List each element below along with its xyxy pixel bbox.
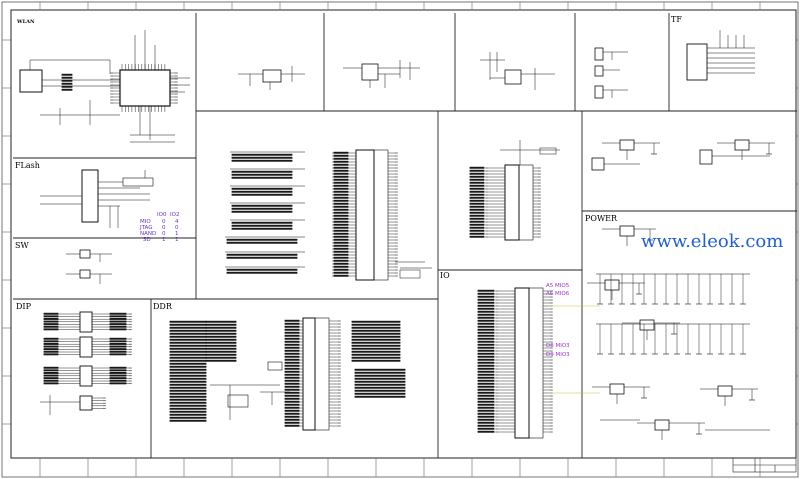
wlan-circuit: [19, 30, 190, 143]
boot-io0-value: 0: [162, 231, 166, 237]
boot-header-io0: IO0: [157, 212, 167, 218]
io-label-d9: D9 MIO3: [546, 352, 570, 358]
section-title-flash: FLash: [15, 161, 40, 170]
boot-io0-value: 0: [162, 225, 166, 231]
boot-mode-label: NAND: [140, 231, 156, 237]
watermark: www.eleok.com: [641, 231, 783, 252]
boot-io0-value: 1: [162, 237, 166, 243]
dip-switch-circuits: [40, 311, 132, 415]
boot-io2-value: 1: [175, 237, 179, 243]
boot-io2-value: 4: [175, 219, 179, 225]
boot-mode-label: MIO: [140, 219, 151, 225]
section-title-tf: TF: [671, 15, 682, 24]
io-label-d8: D8 MIO3: [546, 343, 570, 349]
section-title-io: IO: [440, 271, 450, 280]
section-title-sw: SW: [15, 241, 29, 250]
tf-card-circuit: [686, 30, 755, 81]
boot-mode-label: SD: [143, 237, 151, 243]
boot-io0-value: 0: [162, 219, 166, 225]
top-circuit-1: [238, 66, 305, 90]
boot-io2-value: 0: [175, 225, 179, 231]
bus-connector-circuit: [225, 149, 432, 281]
io-label-a6: A6 MIO6: [546, 291, 570, 297]
boot-header-io2: IO2: [170, 212, 179, 218]
processor-bank-circuit: [469, 140, 560, 241]
flash-circuit: [40, 169, 154, 228]
boot-mode-label: JTAG: [139, 225, 152, 231]
section-title-power: POWER: [585, 214, 618, 223]
io-bank-circuit: [477, 287, 600, 439]
wlan-ic-pins: [61, 64, 178, 112]
title-block: [732, 457, 797, 473]
sheet-inner-frame: [10, 9, 797, 459]
io-label-a5: A5 MIO5: [546, 283, 570, 289]
section-title-ddr: DDR: [153, 302, 173, 311]
power-regulator-circuits: [587, 139, 775, 440]
top-circuit-3: [480, 52, 555, 90]
boot-io2-value: 1: [175, 231, 179, 237]
top-circuit-4: [594, 47, 628, 99]
ddr-memory-circuit: [169, 317, 406, 431]
top-circuit-2: [343, 60, 420, 88]
boot-mode-table: IO0 IO2 MIO 0 4 JTAG 0 0 NAND 0 1 SD 1 1: [139, 212, 179, 243]
sw-circuit: [66, 249, 112, 284]
section-title-dip: DIP: [16, 302, 32, 311]
section-dividers: [13, 13, 797, 458]
section-title-wlan: WLAN: [16, 19, 35, 25]
